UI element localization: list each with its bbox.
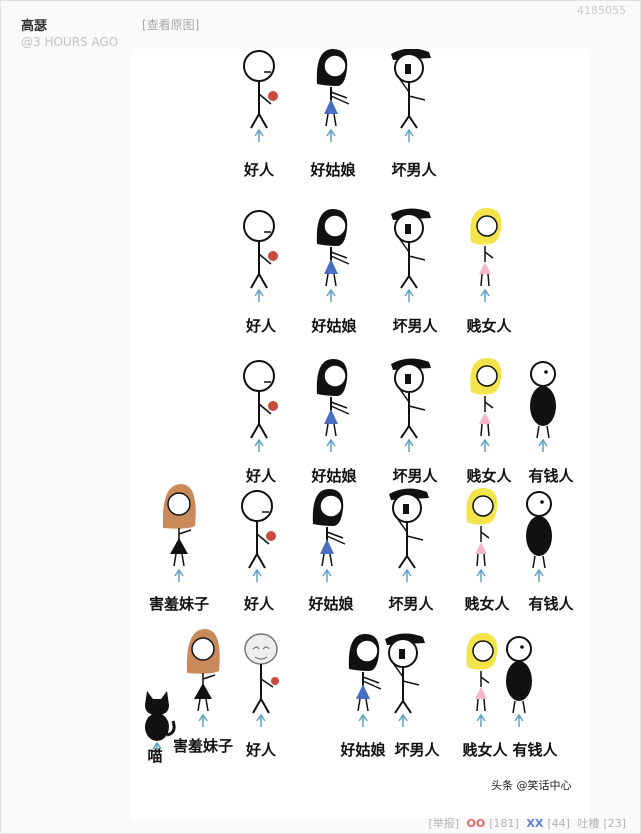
oo-count: [181] [489,817,519,830]
label: 好姑娘 [309,161,356,179]
figure-forever-alone [244,633,280,728]
author-name[interactable]: 高瑟 [21,19,48,34]
label: 坏男人 [392,467,438,485]
figure-good-girl [315,49,350,143]
watermark: 头条 @笑话中心 [491,778,572,792]
label: 害羞妹子 [149,595,209,613]
figure-shy-girl [162,483,197,583]
label: 喵 [147,747,162,765]
figure-shy-girl [186,628,221,728]
figure-blonde-girl [469,207,502,303]
oo-button[interactable]: OO [466,817,486,830]
figure-bad-guy [390,357,432,453]
figure-good-girl [311,488,346,583]
post-id: 4185055 [577,4,626,17]
label: 贱女人 [464,595,510,613]
post-actions: [举报] OO[181] XX[44] 吐槽[23] [1,815,626,831]
figure-rich-man [529,361,557,453]
comment-button[interactable]: 吐槽 [577,817,600,830]
figure-rich-man [505,636,533,728]
label: 好姑娘 [307,595,354,613]
label: 好人 [245,317,277,335]
figure-good-guy [241,490,277,583]
figure-bad-guy [390,207,432,303]
figure-good-girl [315,358,350,453]
post-time: @3 HOURS AGO [21,35,119,49]
comic-image: 好人 好姑娘 坏男人 好人 好姑娘 坏男人 贱女人 好人 好姑娘 坏男人 贱女人… [131,49,591,819]
figure-rich-man [525,491,553,583]
label: 坏男人 [391,161,437,179]
figure-good-guy [243,50,279,143]
figure-blonde-girl [465,632,498,728]
label: 贱女人 [466,317,512,335]
figure-bad-guy [390,49,432,143]
label: 有钱人 [512,741,558,759]
figure-bad-guy [388,487,430,583]
xx-count: [44] [547,817,570,830]
label: 贱女人 [462,741,508,759]
figure-good-girl [347,633,382,728]
figure-blonde-girl [465,487,498,583]
label: 好姑娘 [310,317,357,335]
figure-bad-guy [384,632,426,728]
figure-cat [143,689,176,755]
label: 害羞妹子 [173,737,233,755]
label: 坏男人 [388,595,434,613]
view-original-link[interactable]: [查看原图] [142,18,200,32]
label: 有钱人 [528,595,574,613]
label: 坏男人 [392,317,438,335]
label: 好人 [245,741,277,759]
figure-good-guy [243,360,279,453]
label: 好姑娘 [310,467,357,485]
label: 坏男人 [394,741,440,759]
xx-button[interactable]: XX [526,817,544,830]
report-link[interactable]: [举报] [428,817,460,830]
label: 贱女人 [466,467,512,485]
label: 好人 [243,161,275,179]
comment-count: [23] [603,817,626,830]
label: 好人 [243,595,275,613]
figure-good-girl [315,208,350,303]
label: 好人 [245,467,277,485]
figure-blonde-girl [469,357,502,453]
figure-good-guy [243,210,279,303]
label: 好姑娘 [339,741,386,759]
label: 有钱人 [528,467,574,485]
